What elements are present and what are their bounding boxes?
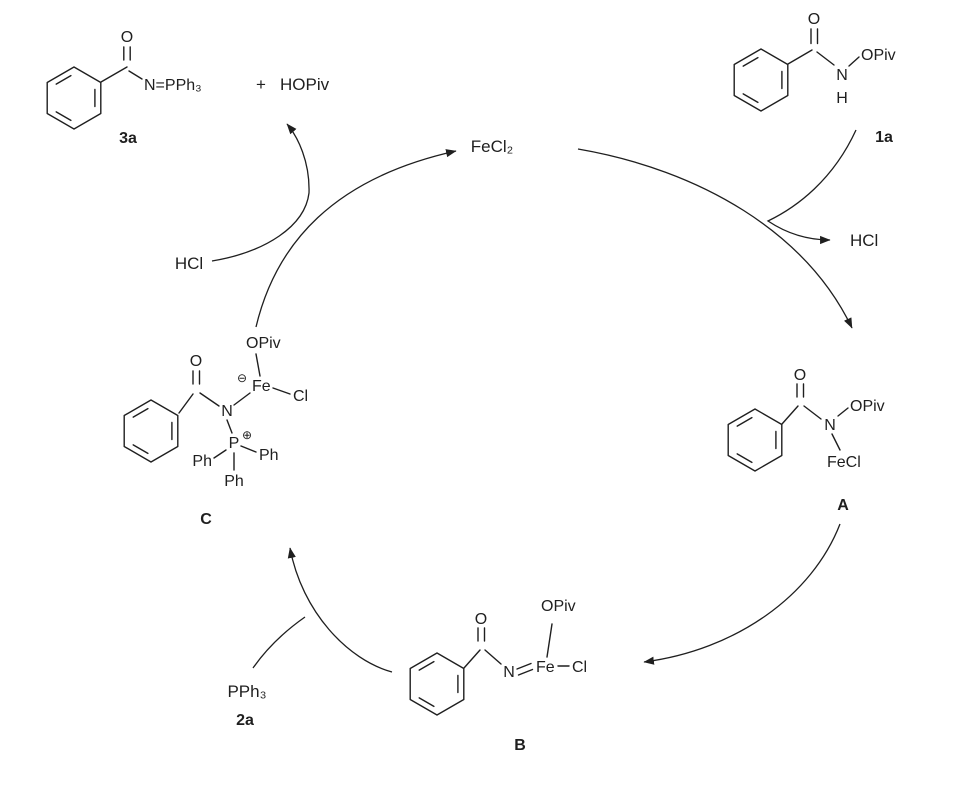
fe-opiv-bond bbox=[546, 623, 553, 658]
n-fe-double-bond bbox=[516, 662, 532, 670]
benzene-ring bbox=[123, 399, 179, 463]
fe-cl-bond bbox=[272, 387, 291, 395]
benzene-ring bbox=[733, 48, 789, 112]
compound-label-1a: 1a bbox=[875, 129, 893, 146]
bond bbox=[816, 51, 835, 66]
atom-nitrogen: N bbox=[824, 417, 836, 434]
bond bbox=[848, 56, 860, 67]
byproduct-hopiv: HOPiv bbox=[280, 75, 330, 94]
compound-label-c: C bbox=[200, 511, 212, 528]
atom-phosphorus: P bbox=[229, 435, 240, 452]
compound-label-3a: 3a bbox=[119, 130, 137, 147]
atom-oxygen: O bbox=[794, 367, 806, 384]
bond bbox=[463, 649, 481, 669]
iminophosphorane-group: N=PPh₃ bbox=[144, 77, 202, 94]
phenyl-group: Ph bbox=[259, 447, 279, 464]
structure-intermediate-b: O N Fe Cl OPiv B bbox=[409, 598, 587, 754]
aromatic-double-bond bbox=[132, 444, 149, 455]
fe-opiv-bond bbox=[255, 353, 261, 377]
benzene-ring-outline bbox=[123, 399, 179, 463]
atom-iron: Fe bbox=[252, 378, 271, 395]
arrow-c-to-fecl2 bbox=[255, 149, 457, 328]
arrow-hcl-in-product-out bbox=[211, 123, 310, 262]
atom-chlorine: Cl bbox=[572, 659, 587, 676]
arrow-fecl2-to-intermediate-a bbox=[577, 148, 853, 329]
bond bbox=[781, 405, 799, 425]
atom-oxygen: O bbox=[190, 353, 202, 370]
opiv-group: OPiv bbox=[246, 335, 281, 352]
atom-chlorine: Cl bbox=[293, 388, 308, 405]
arrow-a-to-b bbox=[643, 523, 841, 665]
structure-substrate-1a: O N H OPiv 1a bbox=[733, 11, 896, 146]
atom-nitrogen: N bbox=[836, 67, 848, 84]
opiv-group: OPiv bbox=[541, 598, 576, 615]
arrow-substrate-in-hcl-out bbox=[766, 129, 857, 245]
bond bbox=[100, 66, 128, 83]
structure-intermediate-a: O N OPiv FeCl A bbox=[727, 367, 885, 514]
p-ph-bond bbox=[213, 449, 227, 459]
compound-label-2a: 2a bbox=[236, 712, 254, 729]
opiv-group: OPiv bbox=[850, 398, 885, 415]
atom-nitrogen: N bbox=[503, 664, 515, 681]
fecl-group: FeCl bbox=[827, 454, 861, 471]
arrow-b-to-c bbox=[287, 547, 393, 673]
opiv-group: OPiv bbox=[861, 47, 896, 64]
phenyl-group: Ph bbox=[224, 473, 244, 490]
pph3-formula: PPh₃ bbox=[227, 682, 266, 701]
compound-label-b: B bbox=[514, 737, 526, 754]
n-fe-double-bond bbox=[517, 668, 534, 676]
aromatic-double-bond bbox=[736, 453, 753, 464]
minus-charge-icon: ⊖ bbox=[237, 371, 247, 385]
structure-intermediate-c: O OPiv ⊖ Fe Cl N P ⊕ Ph Ph Ph C bbox=[123, 335, 308, 528]
atom-hydrogen: H bbox=[836, 90, 848, 107]
bond bbox=[787, 49, 813, 65]
plus-charge-icon: ⊕ bbox=[242, 428, 252, 442]
aromatic-double-bond bbox=[742, 93, 759, 104]
atom-oxygen: O bbox=[808, 11, 820, 28]
benzene-ring bbox=[409, 652, 465, 716]
p-ph-bond bbox=[240, 445, 257, 453]
arrow-pph3-in bbox=[252, 616, 306, 669]
bond bbox=[837, 407, 849, 417]
phenyl-group: Ph bbox=[192, 453, 212, 470]
benzene-ring-outline bbox=[727, 408, 783, 472]
structure-product-3a: O N=PPh₃ 3a bbox=[46, 29, 202, 147]
aromatic-double-bond bbox=[736, 416, 753, 427]
hcl-released: HCl bbox=[850, 231, 878, 250]
atom-iron: Fe bbox=[536, 659, 555, 676]
bond bbox=[484, 649, 502, 665]
compound-label-a: A bbox=[837, 497, 849, 514]
aromatic-double-bond bbox=[418, 697, 435, 708]
bond bbox=[803, 405, 822, 420]
benzene-ring bbox=[727, 408, 783, 472]
aromatic-double-bond bbox=[418, 660, 435, 671]
n-p-bond bbox=[226, 419, 233, 434]
bond bbox=[831, 433, 841, 451]
catalyst-fecl2: FeCl₂ bbox=[471, 137, 514, 156]
bond bbox=[128, 70, 143, 80]
benzene-ring-outline bbox=[46, 66, 102, 130]
hcl-added: HCl bbox=[175, 254, 203, 273]
atom-oxygen: O bbox=[475, 611, 487, 628]
aromatic-double-bond bbox=[55, 74, 72, 85]
benzene-ring bbox=[46, 66, 102, 130]
n-fe-bond bbox=[233, 392, 251, 406]
aromatic-double-bond bbox=[55, 111, 72, 122]
benzene-ring-outline bbox=[733, 48, 789, 112]
plus-sign: + bbox=[256, 75, 266, 94]
bond bbox=[199, 392, 220, 407]
bond bbox=[178, 393, 194, 414]
atom-nitrogen: N bbox=[221, 403, 233, 420]
benzene-ring-outline bbox=[409, 652, 465, 716]
aromatic-double-bond bbox=[132, 407, 149, 418]
cycle-arrows bbox=[211, 123, 857, 673]
reagent-2a: PPh₃ 2a bbox=[227, 682, 266, 729]
atom-oxygen: O bbox=[121, 29, 133, 46]
aromatic-double-bond bbox=[742, 56, 759, 67]
